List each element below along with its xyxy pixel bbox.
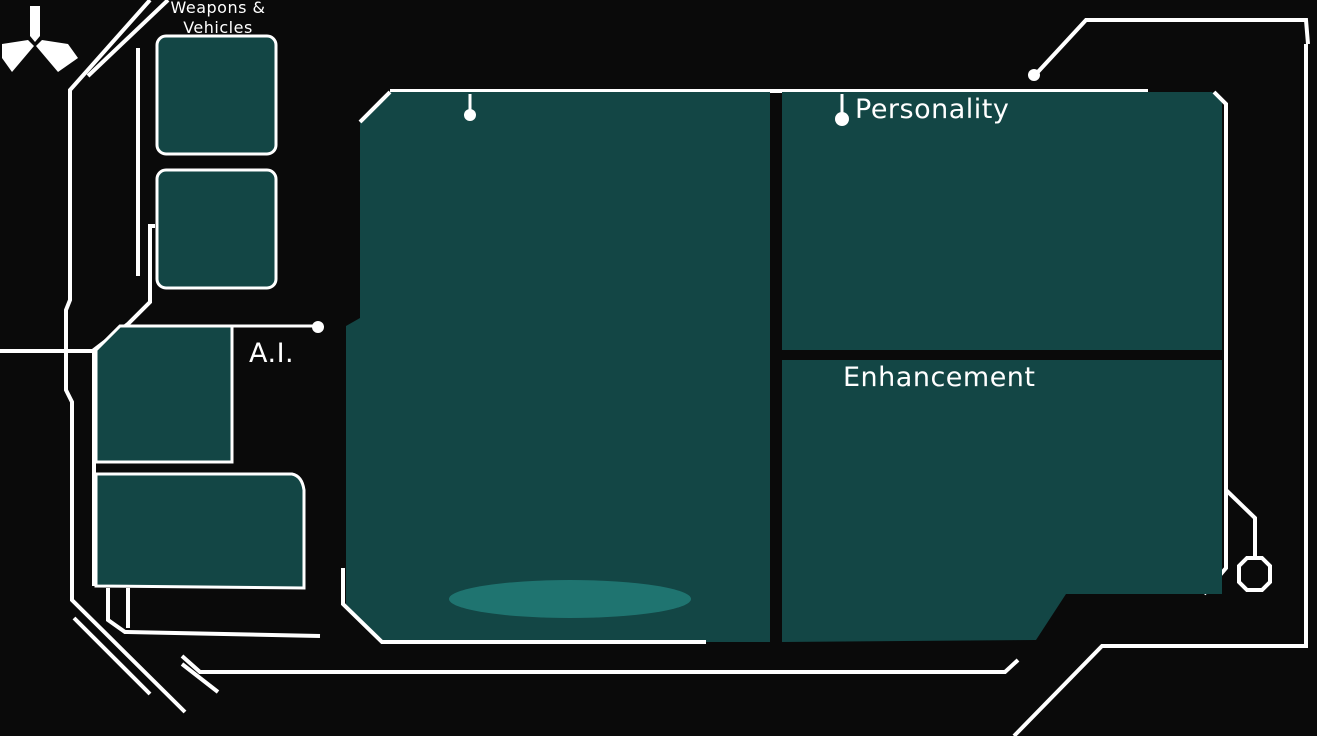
weapons-vehicles-slots <box>155 34 278 290</box>
ai-panels <box>94 321 324 590</box>
weapons-slot-2 <box>155 168 278 290</box>
weapons-slot-1-button[interactable] <box>157 36 276 154</box>
weapons-slot-1 <box>155 34 278 156</box>
ai-connector-dot <box>312 321 324 333</box>
main-display-panel-area[interactable] <box>346 92 770 642</box>
enhancement-label: Enhancement <box>843 362 1036 393</box>
enhancement-panel[interactable] <box>782 360 1222 642</box>
personality-panel[interactable] <box>782 92 1222 350</box>
main-connector-dot <box>464 109 476 121</box>
personality-label: Personality <box>855 94 1010 125</box>
ai-slot-2-button[interactable] <box>96 474 304 588</box>
weapons-slot-2-button[interactable] <box>157 170 276 288</box>
ai-slot-2 <box>94 472 306 590</box>
hologram-pad <box>449 580 691 618</box>
ai-slot-1-button[interactable] <box>96 326 232 462</box>
weapons-vehicles-label: Weapons & Vehicles <box>170 0 266 37</box>
ai-label: A.I. <box>249 338 295 369</box>
enhancement-panel-shape <box>782 360 1222 642</box>
octagon-connector-icon <box>1237 556 1272 592</box>
personality-connector-dot <box>835 112 849 126</box>
top-connector-dot <box>1028 69 1040 81</box>
trident-logo-icon <box>2 6 78 72</box>
main-display-panel <box>341 90 770 644</box>
